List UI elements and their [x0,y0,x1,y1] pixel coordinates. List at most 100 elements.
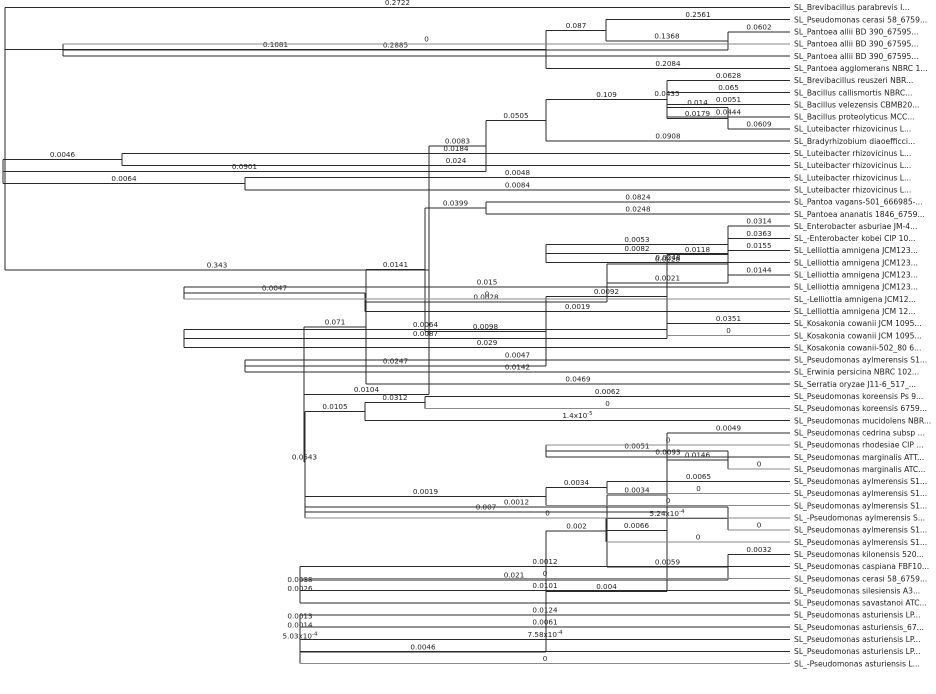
leaf-label: SL_Erwinia persicina NBRC 102... [794,368,919,377]
branch-length-label: 0 [545,508,550,517]
branch-length-label: 0.0034 [624,486,650,495]
leaf-label: SL_Pseudomonas kilonensis 520... [794,550,924,559]
leaf-label: SL_Pseudomonas rhodesiae CIP ... [794,441,924,450]
leaf-label: SL_Lelliottia amnigena JCM123... [794,258,918,267]
branch-length-label: 0.0048 [505,168,531,177]
leaf-label: SL_Kosakonia cowanii JCM 1095... [794,319,922,328]
branch-length-label: 0.0179 [685,109,711,118]
branch-length-label: 0.0032 [746,545,771,554]
branch-length-label: 0.0021 [655,274,680,283]
branch-length-label: 0.0046 [50,150,76,159]
leaf-label: SL_Pseudomonas cerasi 58_6759... [794,574,927,583]
leaf-label: SL_Pseudomonas asturiensis LP... [794,611,921,620]
leaf-label: SL_Pseudomonas koreensis Ps 9... [794,392,923,401]
branch-length-label: 0.0051 [716,95,741,104]
leaf-label: SL_Luteibacter rhizovicinus L... [794,125,911,134]
branch-length-label: 0.0247 [383,356,408,365]
leaf-label: SL_Lelliottia amnigena JCM123... [794,246,918,255]
branch-length-label: 0 [666,435,671,444]
leaf-label: SL_-Lelliottia amnigena JCM12... [794,295,916,304]
leaf-label: SL_Pseudomonas asturiensis LP... [794,647,921,656]
branch-length-label: 0 [543,569,548,578]
branch-length-label: 0.0118 [685,245,711,254]
branch-length-label: 0.0248 [625,205,651,214]
branch-length-label: 0.0019 [413,487,439,496]
branch-length-label: 0.0066 [624,521,650,530]
branch-length-label: 0.0124 [532,606,558,615]
branch-length-label: 0.021 [504,571,525,580]
leaf-label: SL_Pseudomonas aylmerensis S1... [794,477,927,486]
leaf-label: SL_Pantoea allii BD 390_67595... [794,40,919,49]
branch-length-label: 0 [757,460,762,469]
branch-length-label: 0.0028 [655,255,681,264]
branch-length-label: 1.4x10-5 [562,411,593,420]
leaf-label: SL_Pantoea ananatis 1846_6759... [794,210,925,219]
leaf-label: SL_-Pseudomonas aylmerensis S... [794,514,925,523]
branch-length-label: 0.071 [325,317,346,326]
branch-length-label: 0.0065 [686,472,711,481]
leaf-label: SL_Brevibacillus parabrevis I... [794,3,910,12]
branch-length-label: 0.0049 [716,423,742,432]
branch-length-label: 0.2561 [685,10,710,19]
branch-length-label: 0.0028 [473,293,499,302]
branch-length-label: 0.0602 [746,22,771,31]
leaf-label: SL_Bradyrhizobium diaoefficci... [794,137,915,146]
leaf-label: SL_Pseudomonas cerasi 58_6759... [794,15,927,24]
branch-length-label: 0.065 [718,83,739,92]
branch-length-label: 0 [605,399,610,408]
branch-length-label: 0.0444 [716,107,742,116]
leaf-label: SL_Lelliottia amnigena JCM123... [794,271,918,280]
branch-length-label: 0.0062 [595,387,620,396]
branch-length-label: 0.1368 [654,31,680,40]
branch-length-label: 0.0155 [746,241,771,250]
leaf-label: SL_Pseudomonas caspiana FBF10... [794,562,929,571]
branch-length-label: 0.0012 [532,557,557,566]
leaf-label: SL_Luteibacter rhizovicinus L... [794,161,911,170]
branch-length-label: 0.029 [477,338,498,347]
leaf-label: SL_Bacillus callismortis NBRC... [794,88,912,97]
branch-length-label: 0 [424,34,429,43]
branch-length-label: 0.0051 [624,441,649,450]
leaf-label: SL_Pseudomonas cedrina subsp ... [794,428,925,437]
branch-length-label: 0.0469 [565,375,591,384]
leaf-label: SL_Pseudomonas asturiensis_67... [794,623,924,632]
leaf-label: SL_Pantoea agglomerans NBRC 1... [794,64,928,73]
leaf-label: SL_Luteibacter rhizovicinus L... [794,173,911,182]
branch-length-label: 0.0087 [413,329,438,338]
branch-length-label: 0 [696,533,701,542]
branch-length-label: 0.0053 [624,235,649,244]
leaf-label: SL_Pseudomonas aylmerensis S1... [794,526,927,535]
branch-length-label: 0.0046 [410,643,436,652]
branch-length-label: 0 [726,326,731,335]
leaf-label: SL_Pseudomonas silesiensis A3... [794,586,920,595]
branch-length-label: 0.0505 [503,111,528,120]
leaf-label: SL_Pseudomonas marginalis ATT... [794,453,924,462]
branch-length-label: 0.0082 [624,244,649,253]
branch-length-label: 0.343 [207,261,228,270]
branch-length-label: 0.0314 [746,217,772,226]
leaf-label: SL_Kosakonia cowanii JCM 1095... [794,331,922,340]
branch-length-label: 0.0064 [111,174,137,183]
leaf-label: SL_Luteibacter rhizovicinus L... [794,149,911,158]
branch-length-label: 0.0248 [655,253,681,262]
branch-length-label: 7.58x10-4 [528,630,563,639]
leaf-label: SL_Pseudomonas aylmerensis S1... [794,538,927,547]
leaf-label: SL_Pseudomonas aylmerensis S1... [794,356,927,365]
leaf-label: SL_Bacillus proteolyticus MCC... [794,113,915,122]
branch-length-label: 0.0146 [685,451,711,460]
branch-length-label: 0.0908 [655,132,681,141]
branch-length-label: 0.0012 [504,498,529,507]
leaf-label: SL_Kosakonia cowanii-502_80 6... [794,343,921,352]
leaf-label: SL_Pseudomonas koreensis 6759... [794,404,927,413]
leaf-label: SL_Pantoea allii BD 390_67595... [794,52,919,61]
leaf-label: SL_Pseudomonas mucidolens NBR... [794,416,931,425]
branch-length-label: 0.0399 [443,198,469,207]
branch-length-label: 0.0824 [625,192,651,201]
branch-length-label: 0.2084 [655,59,681,68]
branch-length-label: 0.0104 [354,385,380,394]
branch-length-label: 0.0047 [505,350,530,359]
branch-length-label: 0.004 [596,582,617,591]
branch-length-label: 0.0061 [532,618,557,627]
